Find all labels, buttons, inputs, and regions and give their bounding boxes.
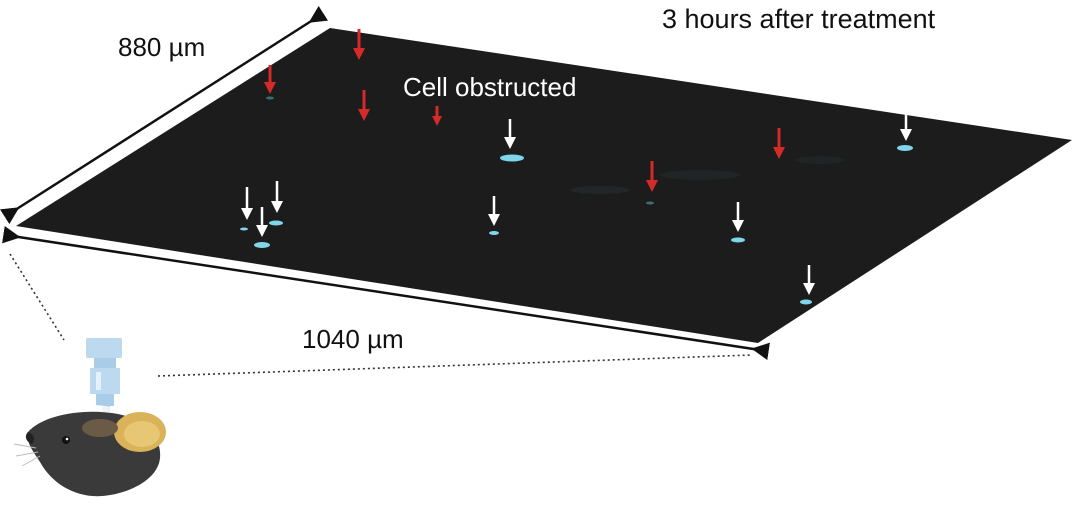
cell <box>731 237 745 243</box>
microscope-objective-icon <box>86 338 122 412</box>
width-dimension-line <box>2 226 770 360</box>
cell <box>500 154 524 162</box>
obstructed-arrow <box>432 106 442 126</box>
cell <box>254 242 270 248</box>
plane-texture <box>570 156 845 194</box>
obstructed-arrow <box>264 65 276 94</box>
obstructed-arrow <box>646 161 658 192</box>
flowing-arrow <box>271 181 283 213</box>
flowing-arrows <box>241 113 912 295</box>
obstructed-arrow <box>353 29 365 60</box>
flowing-arrow <box>241 187 253 220</box>
cells <box>240 96 913 305</box>
figure-title: 3 hours after treatment <box>662 4 936 34</box>
flowing-arrow <box>803 265 815 295</box>
cell <box>646 201 654 205</box>
flowing-arrow <box>256 207 268 237</box>
flowing-arrow <box>732 202 744 232</box>
obstructed-arrow <box>773 128 785 159</box>
cell <box>897 145 913 151</box>
projection-line-left <box>9 253 65 341</box>
depth-dimension-label: 880 µm <box>118 32 206 62</box>
cell <box>240 227 248 231</box>
projection-line-right <box>157 354 753 377</box>
width-dimension-label: 1040 µm <box>302 324 404 354</box>
obstructed-arrows <box>264 29 785 192</box>
cell <box>800 299 812 305</box>
cell <box>269 220 283 226</box>
cell <box>266 96 274 100</box>
cell <box>489 231 499 235</box>
flowing-arrow <box>488 196 500 226</box>
depth-dimension-line <box>0 5 329 225</box>
flowing-arrow <box>504 119 516 149</box>
cell-obstructed-annotation: Cell obstructed <box>403 72 577 102</box>
flowing-arrow <box>900 113 912 141</box>
obstructed-arrow <box>358 90 370 121</box>
mouse-head-icon <box>13 411 166 497</box>
